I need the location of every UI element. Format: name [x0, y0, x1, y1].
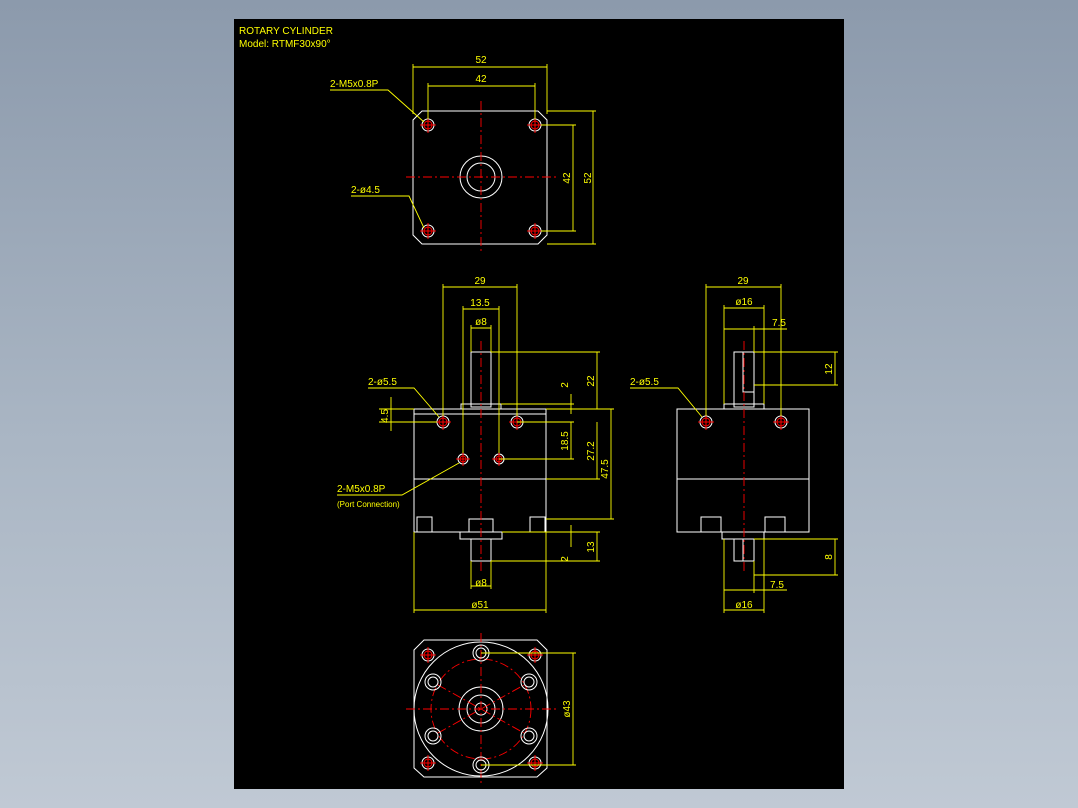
front-dim-13: 13	[586, 541, 597, 553]
top-dim-42-width: 42	[475, 74, 487, 85]
side-dim-12: 12	[824, 363, 835, 375]
front-dim-2-top: 2	[560, 382, 571, 388]
front-dim-d51: ø51	[471, 600, 489, 611]
cad-drawing: ROTARY CYLINDER Model: RTMF30x90° 52 42	[239, 26, 838, 785]
front-dim-47-5: 47.5	[600, 459, 611, 479]
top-dim-42-height: 42	[562, 172, 573, 184]
top-label-hole: 2-ø4.5	[351, 185, 380, 196]
top-dim-52-width: 52	[475, 55, 487, 66]
side-dim-8: 8	[824, 554, 835, 560]
drawing-sheet: ROTARY CYLINDER Model: RTMF30x90° 52 42	[234, 19, 844, 789]
title-line-2: Model: RTMF30x90°	[239, 39, 331, 50]
side-dim-29: 29	[737, 276, 749, 287]
front-view: 29 13.5 ø8 2 22 18.5 27.2 47.5 2 13	[337, 276, 614, 613]
top-view: 52 42 42 52 2-M5x0.8P 2-ø4.5	[330, 55, 596, 253]
front-dim-22: 22	[586, 375, 597, 387]
side-dim-7-5-top: 7.5	[772, 318, 786, 329]
front-dim-29: 29	[474, 276, 486, 287]
front-label-port-note: (Port Connection)	[337, 500, 400, 509]
top-label-thread: 2-M5x0.8P	[330, 79, 379, 90]
top-dim-52-height: 52	[583, 172, 594, 184]
front-label-port: 2-M5x0.8P	[337, 484, 386, 495]
side-view: 29 ø16 7.5 12 8 7.5 ø16 2-ø5.5	[630, 276, 838, 613]
title-line-1: ROTARY CYLINDER	[239, 26, 333, 37]
side-dim-d16-top: ø16	[735, 297, 753, 308]
front-dim-27-2: 27.2	[586, 441, 597, 461]
front-label-holes: 2-ø5.5	[368, 377, 397, 388]
bottom-dim-d43: ø43	[562, 700, 573, 718]
front-dim-2-bottom: 2	[560, 556, 571, 562]
front-dim-4-5: 4.5	[380, 409, 391, 423]
side-label-holes: 2-ø5.5	[630, 377, 659, 388]
bottom-view: ø43	[406, 633, 576, 785]
front-dim-18-5: 18.5	[560, 431, 571, 451]
side-dim-d16-bottom: ø16	[735, 600, 753, 611]
front-dim-13-5: 13.5	[470, 298, 490, 309]
side-dim-7-5-bottom: 7.5	[770, 580, 784, 591]
front-dim-d8-top: ø8	[475, 317, 487, 328]
front-dim-d8-bottom: ø8	[475, 578, 487, 589]
